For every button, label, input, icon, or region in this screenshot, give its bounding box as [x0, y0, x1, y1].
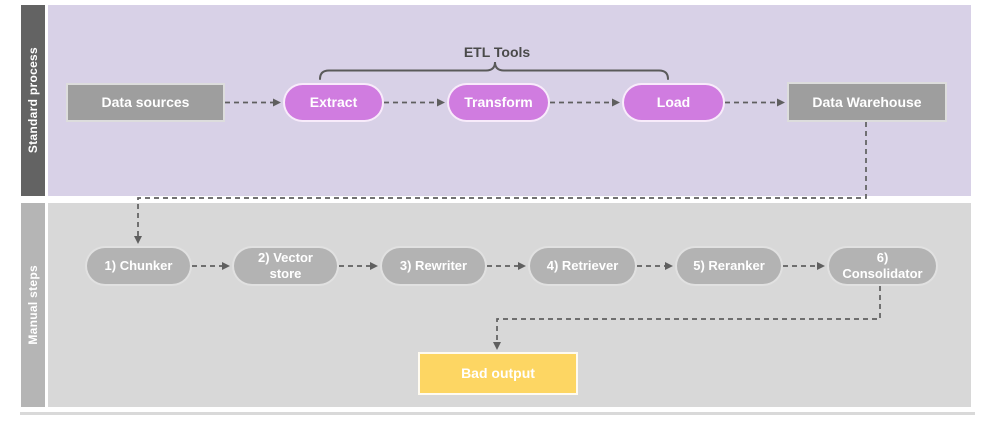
sidebar-manual-steps: Manual steps	[21, 203, 45, 407]
node-transform: Transform	[447, 83, 550, 122]
step-rewriter: 3) Rewriter	[380, 246, 487, 286]
step-consolidator: 6) Consolidator	[827, 246, 938, 286]
sidebar-standard-process-label: Standard process	[26, 47, 40, 154]
step-retriever: 4) Retriever	[528, 246, 637, 286]
node-data-warehouse: Data Warehouse	[787, 82, 947, 122]
step-vector-store: 2) Vector store	[232, 246, 339, 286]
sidebar-manual-steps-label: Manual steps	[26, 265, 40, 345]
etl-tools-label: ETL Tools	[463, 44, 531, 60]
bottom-divider	[20, 412, 975, 415]
step-reranker: 5) Reranker	[675, 246, 783, 286]
node-bad-output: Bad output	[418, 352, 578, 395]
sidebar-standard-process: Standard process	[21, 5, 45, 196]
step-chunker: 1) Chunker	[85, 246, 192, 286]
node-load: Load	[622, 83, 725, 122]
node-extract: Extract	[283, 83, 384, 122]
node-data-sources: Data sources	[66, 83, 225, 122]
